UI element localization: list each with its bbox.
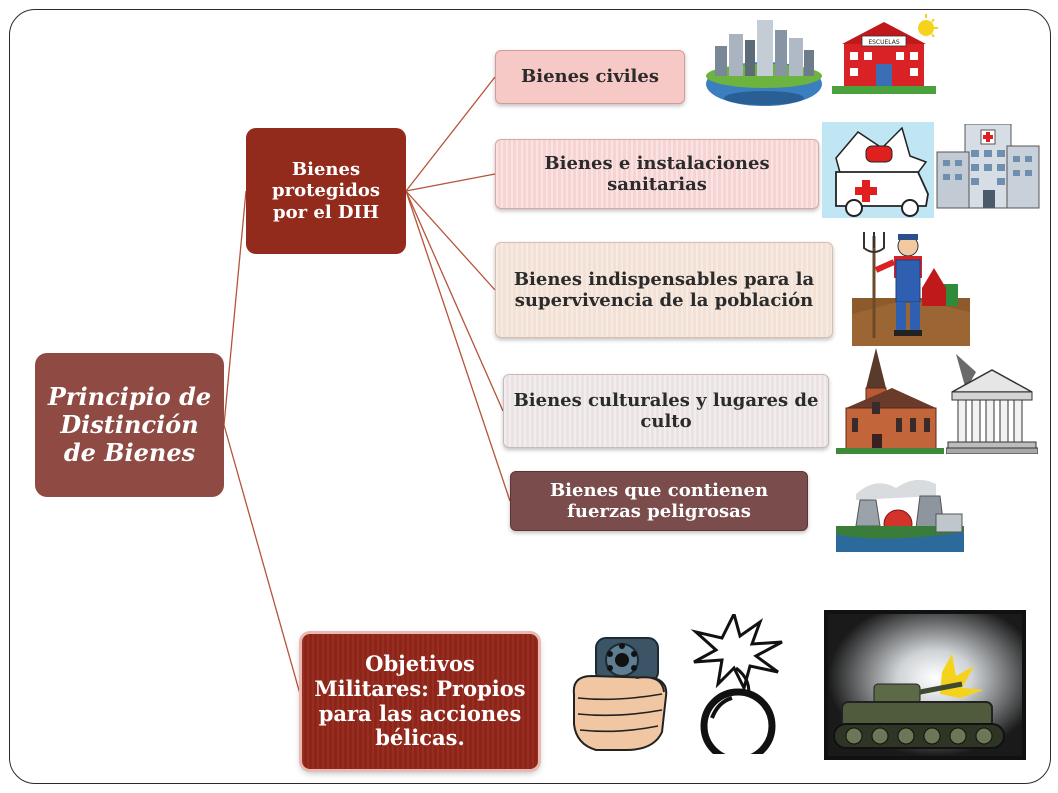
city-globe-icon	[706, 20, 822, 106]
school-icon: ESCUELAS	[832, 14, 938, 94]
power-plant-icon	[836, 479, 964, 552]
hospital-icon	[936, 124, 1040, 209]
bomb-icon	[690, 614, 783, 754]
connector-root-military	[223, 424, 303, 702]
connector-to-culturales	[405, 190, 504, 412]
connector-to-indispens	[405, 190, 496, 291]
root-node: Principio de Distinción de Bienes	[35, 353, 224, 497]
school-sign-text: ESCUELAS	[868, 39, 900, 46]
tank-icon	[824, 610, 1026, 760]
connector-to-sanitarias	[405, 173, 496, 192]
farmer-icon	[852, 232, 970, 346]
connector-root-protected	[223, 190, 247, 426]
leaf-bienes-culturales: Bienes culturales y lugares de culto	[503, 374, 829, 448]
connector-to-peligrosas	[405, 190, 511, 502]
leaf-bienes-sanitarios: Bienes e instalaciones sanitarias	[495, 139, 819, 209]
connector-to-civiles	[405, 76, 496, 192]
protected-goods-node: Bienes protegidos por el DIH	[246, 128, 406, 254]
church-icon	[836, 348, 944, 454]
leaf-bienes-civiles: Bienes civiles	[495, 50, 685, 104]
leaf-bienes-indispensables: Bienes indispensables para la superviven…	[495, 242, 833, 338]
leaf-fuerzas-peligrosas: Bienes que contienen fuerzas peligrosas	[510, 471, 808, 531]
ambulance-icon	[822, 122, 934, 218]
military-objectives-node: Objetivos Militares: Propios para las ac…	[302, 634, 538, 769]
temple-icon	[946, 354, 1038, 454]
revolver-icon	[572, 637, 668, 751]
